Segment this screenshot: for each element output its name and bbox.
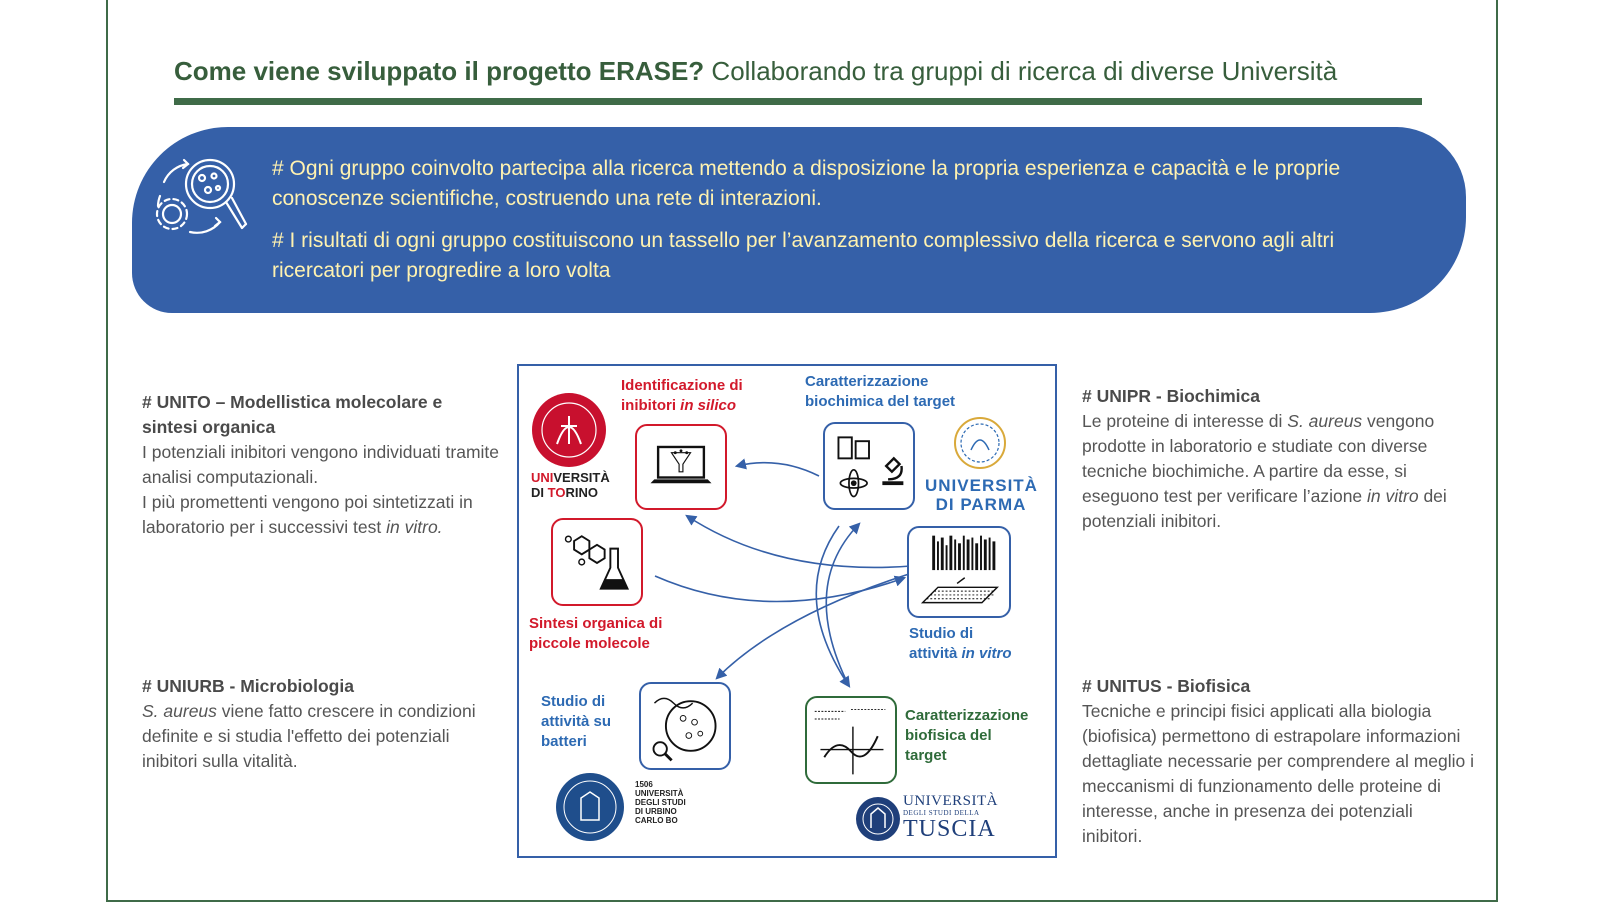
- biophysics-box: [805, 696, 897, 784]
- petri-dish-magnifier-icon: [652, 697, 717, 762]
- invitro-label: Studio di attività in vitro: [909, 625, 1012, 662]
- unipr-wordmark: UNIVERSITÀ DI PARMA: [925, 476, 1038, 514]
- molecule-flask-icon: [564, 535, 630, 590]
- banner-point-2: # I risultati di ogni gruppo costituisco…: [272, 229, 1335, 282]
- uniurb-section: # UNIURB - Microbiologia S. aureus viene…: [142, 674, 482, 774]
- unitus-heading: # UNITUS - Biofisica: [1082, 676, 1251, 696]
- title-question: Come viene sviluppato il progetto ERASE?: [174, 56, 705, 86]
- arrow-synth-to-invitro: [654, 575, 907, 603]
- unito-text-2: I più promettenti vengono poi sintetizza…: [142, 492, 473, 537]
- function-graph-icon: [814, 708, 886, 775]
- lab-equipment-icon: [837, 436, 904, 498]
- title-answer: Collaborando tra gruppi di ricerca di di…: [711, 56, 1338, 86]
- info-banner: [132, 127, 1466, 313]
- unipr-seal-logo: [953, 416, 1007, 470]
- title-underline: [174, 98, 1422, 105]
- banner-text: # Ogni gruppo coinvolto partecipa alla r…: [272, 154, 1412, 298]
- synthesis-box: [551, 518, 643, 606]
- arrow-biochem-to-insilico: [734, 458, 820, 477]
- uniurb-seal-logo: [555, 772, 625, 842]
- unito-seal-logo: [531, 392, 607, 468]
- biochem-label: Caratterizzazione biochimica del target: [805, 373, 956, 410]
- uniurb-text: S. aureus viene fatto crescere in condiz…: [142, 701, 476, 771]
- unitus-seal-logo: [855, 794, 901, 844]
- biochem-box: [823, 422, 915, 510]
- page-title: Come viene sviluppato il progetto ERASE?…: [174, 56, 1337, 87]
- insilico-label: Identificazione di inibitori in silico: [621, 377, 743, 414]
- unipr-section: # UNIPR - Biochimica Le proteine di inte…: [1082, 384, 1477, 534]
- assay-plate-icon: [920, 535, 999, 604]
- bacteria-box: [639, 682, 731, 770]
- insilico-box: [635, 424, 727, 510]
- unitus-text: Tecniche e principi fisici applicati all…: [1082, 701, 1475, 846]
- unito-heading: # UNITO – Modellistica molecolare e sint…: [142, 392, 443, 437]
- research-magnifier-gears-icon: [150, 152, 250, 244]
- banner-point-1: # Ogni gruppo coinvolto partecipa alla r…: [272, 157, 1341, 210]
- arrow-to-biochem: [825, 522, 861, 687]
- uniurb-wordmark: 1506 UNIVERSITÀ DEGLI STUDI DI URBINO CA…: [635, 780, 686, 825]
- arrow-invitro-insilico: [685, 514, 912, 569]
- unitus-section: # UNITUS - Biofisica Tecniche e principi…: [1082, 674, 1477, 849]
- invitro-box: [907, 526, 1011, 618]
- arrow-to-biophys: [815, 525, 851, 688]
- laptop-icon: [650, 445, 712, 484]
- bacteria-label: Studio di attività su batteri: [541, 693, 612, 750]
- workflow-arrows: [654, 458, 912, 688]
- arrow-invitro-to-bacteria: [715, 573, 910, 680]
- unipr-text: Le proteine di interesse di S. aureus ve…: [1082, 411, 1447, 531]
- unito-section: # UNITO – Modellistica molecolare e sint…: [142, 390, 502, 540]
- unipr-heading: # UNIPR - Biochimica: [1082, 386, 1260, 406]
- uniurb-heading: # UNIURB - Microbiologia: [142, 676, 354, 696]
- synthesis-label: Sintesi organica di piccole molecole: [529, 615, 663, 652]
- unito-wordmark: UNIVERSITÀ DI TORINO: [531, 470, 610, 500]
- unitus-wordmark: UNIVERSITÀ DEGLI STUDI DELLA TUSCIA: [903, 793, 998, 842]
- workflow-diagram: UNIVERSITÀ DI TORINO Identificazione di …: [517, 364, 1057, 858]
- unito-text-1: I potenziali inibitori vengono individua…: [142, 442, 500, 487]
- biophysics-label: Caratterizzazione biofisica del target: [905, 707, 1029, 764]
